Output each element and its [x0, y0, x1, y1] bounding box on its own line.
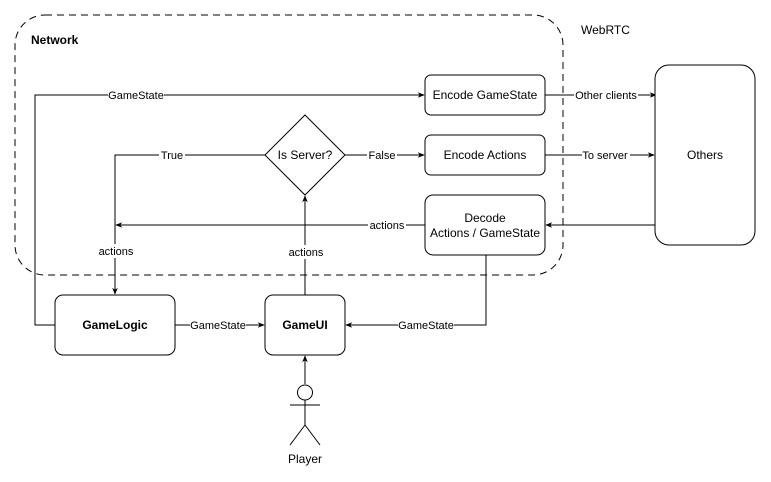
svg-text:GameState: GameState: [108, 90, 164, 102]
svg-text:Other clients: Other clients: [575, 90, 637, 102]
edge-label-actions-to-logic: actions: [97, 244, 135, 258]
svg-text:GameLogic: GameLogic: [82, 318, 148, 332]
svg-text:actions: actions: [370, 220, 405, 232]
svg-text:Is Server?: Is Server?: [278, 148, 333, 162]
svg-text:actions: actions: [99, 246, 134, 258]
svg-text:Actions / GameState: Actions / GameState: [430, 226, 540, 240]
svg-text:True: True: [161, 150, 183, 162]
node-decode: Decode Actions / GameState: [424, 194, 546, 256]
svg-text:To server: To server: [582, 150, 628, 162]
node-encode-actions: Encode Actions: [424, 134, 546, 176]
edge-label-false: False: [367, 148, 397, 162]
svg-text:Encode GameState: Encode GameState: [433, 88, 538, 102]
edge-label-true: True: [159, 148, 185, 162]
svg-text:GameUI: GameUI: [282, 318, 327, 332]
node-gameui: GameUI: [264, 294, 346, 356]
player-actor-icon: [289, 384, 321, 446]
edge-label-decode-to-ui: GameState: [398, 318, 454, 332]
svg-text:Encode Actions: Encode Actions: [444, 148, 527, 162]
edge-decode-to-gameui: [345, 255, 487, 328]
node-encode-gamestate: Encode GameState: [424, 74, 546, 116]
svg-text:actions: actions: [289, 247, 324, 259]
svg-text:GameState: GameState: [190, 320, 246, 332]
node-is-server-decision: Is Server?: [264, 114, 346, 196]
edge-label-logic-to-ui: GameState: [190, 318, 246, 332]
svg-text:False: False: [369, 150, 396, 162]
node-others: Others: [654, 64, 756, 246]
edge-label-actions-from-ui: actions: [287, 245, 325, 259]
edge-gamelogic-to-encode-gamestate: [34, 92, 425, 326]
node-gamelogic: GameLogic: [54, 294, 176, 356]
player-label: Player: [288, 452, 322, 466]
edge-label-decode-actions: actions: [368, 218, 406, 232]
network-group: [14, 14, 564, 276]
edge-label-gamestate-top: GameState: [108, 88, 164, 102]
svg-text:GameState: GameState: [398, 320, 454, 332]
edge-label-other-clients: Other clients: [574, 88, 638, 102]
edge-label-to-server: To server: [582, 148, 630, 162]
svg-text:Decode: Decode: [464, 211, 506, 225]
network-group-label: Network: [31, 33, 79, 47]
webrtc-label: WebRTC: [581, 23, 630, 37]
svg-text:Others: Others: [687, 148, 723, 162]
